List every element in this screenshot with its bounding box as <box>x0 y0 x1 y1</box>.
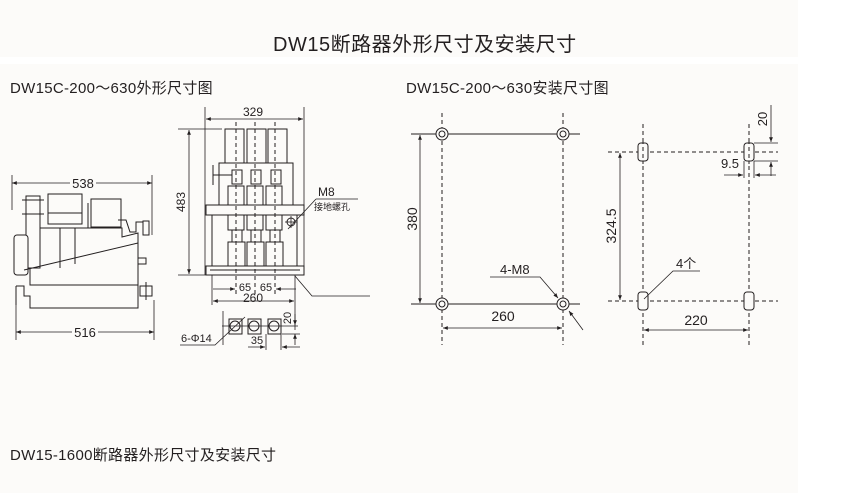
mounting-slot <box>743 291 755 311</box>
motor-block <box>90 198 122 228</box>
dim-538: 538 <box>72 176 94 191</box>
dim-35: 35 <box>251 335 263 347</box>
mounting-plan-b: 324.5 220 4个 20 9.5 <box>603 105 778 345</box>
bolt-label: 4-M8 <box>500 262 530 277</box>
bolt-hole <box>435 127 449 141</box>
mounting-slot <box>637 291 649 311</box>
dw15-1600-section-title: DW15-1600断路器外形尺寸及安装尺寸 <box>10 447 277 464</box>
mounting-plan-a: 380 260 4-M8 <box>404 113 584 345</box>
dim-260-front: 260 <box>243 291 263 305</box>
header-panel <box>0 0 798 57</box>
dim-20-terminal: 20 <box>282 312 294 324</box>
mounting-slot <box>637 142 649 162</box>
bolt-hole <box>556 127 570 141</box>
dim-9-5: 9.5 <box>721 156 739 171</box>
bolt <box>142 220 150 236</box>
dim-65-right: 65 <box>260 282 272 294</box>
ground-screw-label: M8 <box>318 185 335 199</box>
mounting-diagram-title: DW15C-200～630安装尺寸图 <box>406 80 609 97</box>
slot-count-label: 4个 <box>676 256 696 271</box>
dim-260-mount: 260 <box>491 308 515 324</box>
dim-220: 220 <box>684 312 708 328</box>
upper-block <box>47 193 83 225</box>
bolt-hole <box>556 297 570 311</box>
dim-20-slot: 20 <box>755 112 770 126</box>
side-view-drawing: 538 516 <box>11 175 155 340</box>
page-title: DW15断路器外形尺寸及安装尺寸 <box>273 34 577 56</box>
dim-329: 329 <box>243 105 263 119</box>
bolt-hole <box>435 297 449 311</box>
ground-screw-note: 接地螺孔 <box>314 201 350 212</box>
front-knob <box>13 234 29 276</box>
outline-diagram-title: DW15C-200～630外形尺寸图 <box>10 80 213 97</box>
dim-65-left: 65 <box>239 282 251 294</box>
mounting-slot <box>743 142 755 162</box>
dim-324-5: 324.5 <box>603 208 619 243</box>
dim-380: 380 <box>404 207 420 231</box>
terminal-holes-label: 6-Φ14 <box>181 333 212 345</box>
dim-516: 516 <box>74 325 96 340</box>
front-view-drawing: 329 483 <box>174 105 370 350</box>
dim-483: 483 <box>174 192 188 212</box>
